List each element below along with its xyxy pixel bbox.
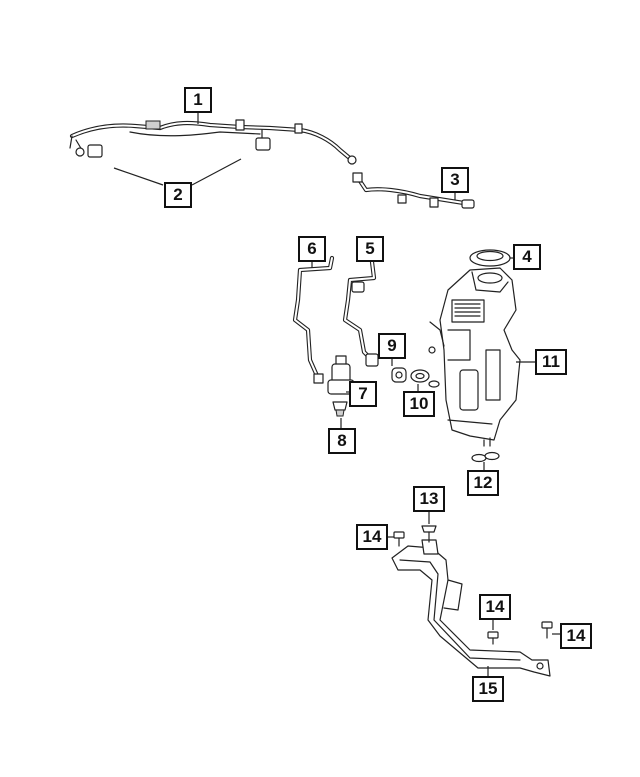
callout-7: 7 [349,381,377,407]
callout-14c: 14 [560,623,592,649]
sensor-grommet [410,369,440,388]
callout-2: 2 [164,182,192,208]
pump-grommet [332,401,348,417]
callout-5: 5 [356,236,384,262]
screw-14b [487,631,499,645]
washer-reservoir [428,267,521,447]
callout-4: 4 [513,244,541,270]
reservoir-bracket [391,539,551,677]
callout-11: 11 [535,349,567,375]
washer-hose-front [69,119,357,165]
leader-2a [113,167,164,186]
washer-hose-5 [342,259,379,367]
bolt-13 [421,525,437,543]
callout-1: 1 [184,87,212,113]
washer-hose-6 [292,255,335,384]
callout-14b: 14 [479,594,511,620]
grommets [471,451,500,463]
callout-8: 8 [328,428,356,454]
callout-13: 13 [413,486,445,512]
leader-2b [191,158,242,186]
level-sensor [391,367,407,383]
callout-12: 12 [467,470,499,496]
callout-6: 6 [298,236,326,262]
washer-pump [327,355,355,395]
reservoir-cap [469,249,511,267]
callout-14a: 14 [356,524,388,550]
callout-9: 9 [378,333,406,359]
screw-14a [393,531,405,547]
washer-hose-rear [352,172,475,209]
callout-3: 3 [441,167,469,193]
callout-10: 10 [403,391,435,417]
callout-15: 15 [472,676,504,702]
screw-14c [541,621,553,639]
